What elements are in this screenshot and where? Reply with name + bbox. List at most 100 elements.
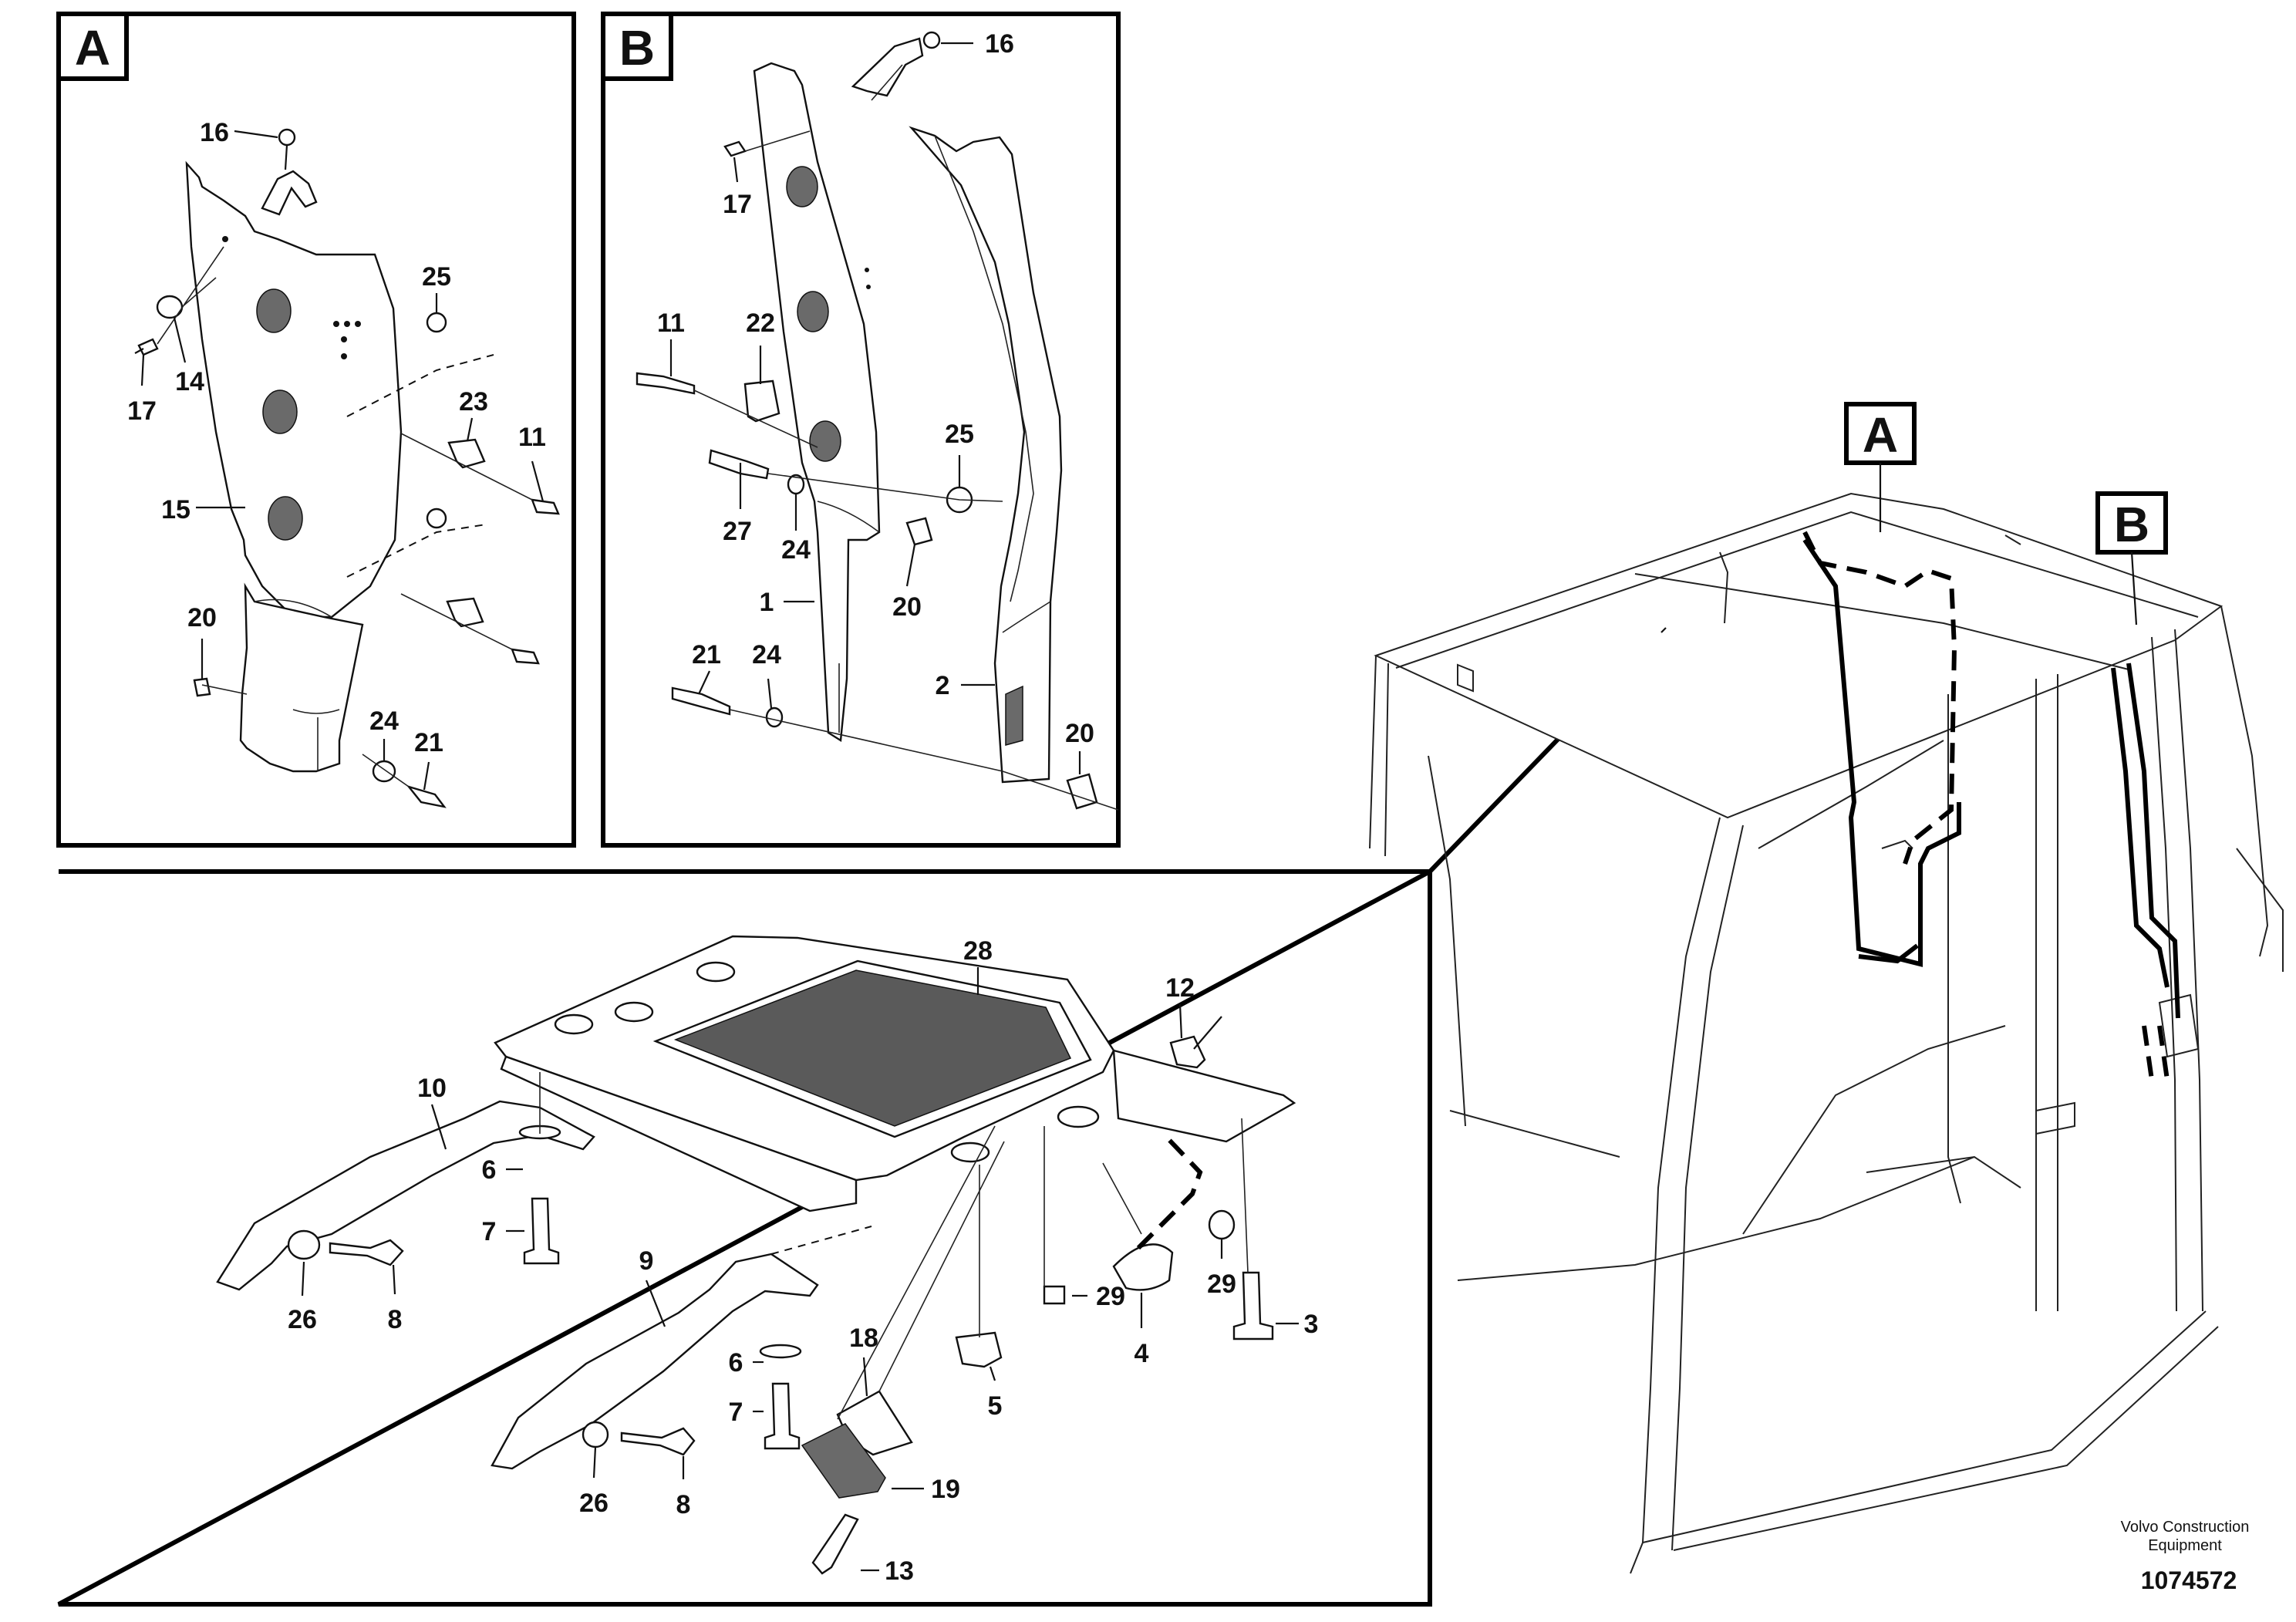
screw-11-upper: [531, 498, 560, 515]
callout-21: 21: [692, 640, 721, 669]
callout-25: 25: [422, 262, 451, 292]
screw-17: [723, 140, 747, 157]
screw-8: [620, 1427, 696, 1456]
pillar-trim-part-15: [185, 160, 403, 773]
screw-21: [671, 686, 731, 716]
callout-26: 26: [288, 1305, 317, 1334]
callout-20: 20: [892, 592, 922, 622]
screw-13: [811, 1513, 859, 1575]
clip-nut-25-upper: [426, 312, 447, 333]
washer-26: [582, 1421, 609, 1448]
clip-20-lower: [1066, 773, 1098, 810]
callout-7: 7: [482, 1217, 497, 1246]
clip-23-upper: [447, 438, 486, 469]
callout-1: 1: [760, 588, 774, 617]
callout-29: 29: [1096, 1282, 1125, 1311]
callout-4: 4: [1135, 1339, 1149, 1368]
callout-27: 27: [723, 517, 752, 546]
callout-3: 3: [1304, 1310, 1319, 1339]
clip-nut-25-lower: [426, 508, 447, 529]
plug-29: [1043, 1285, 1066, 1305]
knob-5: [955, 1331, 1003, 1368]
overview-tag-a: A: [1863, 407, 1898, 463]
callout-10: 10: [417, 1074, 447, 1103]
callout-16: 16: [200, 118, 229, 147]
plug-29: [1208, 1209, 1236, 1240]
panel-b-tag: B: [619, 20, 655, 76]
overview-tag-a-box: [1844, 402, 1917, 465]
callout-6: 6: [482, 1155, 497, 1185]
clip-23-lower: [446, 597, 484, 628]
callout-22: 22: [746, 309, 775, 338]
callout-8: 8: [388, 1305, 403, 1334]
callout-21: 21: [414, 728, 443, 757]
callout-20: 20: [1065, 719, 1094, 748]
callout-16: 16: [985, 29, 1014, 59]
clip-16: [922, 31, 941, 49]
callout-5: 5: [988, 1391, 1003, 1421]
screw-21: [406, 784, 447, 808]
panel-b-border: [601, 12, 1121, 848]
side-trim-part-10: [216, 1100, 595, 1291]
callout-15: 15: [161, 495, 190, 524]
screw-8: [329, 1239, 404, 1266]
overview-tag-b-box: [2095, 491, 2168, 555]
grille-19: [801, 1423, 886, 1499]
clip-22: [743, 379, 781, 423]
washer-26: [287, 1229, 321, 1260]
clip-16: [278, 128, 296, 147]
screw-11: [636, 372, 696, 395]
callout-8: 8: [676, 1490, 691, 1519]
callout-19: 19: [931, 1475, 960, 1504]
panel-b: B: [601, 12, 1121, 848]
callout-11: 11: [518, 423, 546, 452]
bracket: [261, 170, 318, 216]
screw-7: [764, 1382, 801, 1450]
callout-11: 11: [657, 309, 685, 338]
panel-roof: 28 12 10 6 7 26 8 9 6 7 26 8 18 19 13 5 …: [57, 630, 1664, 1607]
washer-14: [156, 295, 184, 319]
callout-24: 24: [781, 535, 811, 565]
callout-26: 26: [579, 1489, 609, 1518]
callout-13: 13: [885, 1556, 914, 1586]
overview-cab: A B: [1369, 402, 2284, 1574]
panel-a-tag-box: [56, 12, 129, 81]
callout-29: 29: [1207, 1270, 1236, 1299]
screw-17: [137, 338, 159, 356]
cap-4: [1112, 1243, 1174, 1291]
headliner-part-28: [494, 935, 1296, 1212]
panel-a-border: [56, 12, 576, 848]
washer-6: [759, 1344, 802, 1359]
credit-line-2: Equipment: [2148, 1537, 2222, 1554]
callout-12: 12: [1165, 973, 1195, 1003]
pillar-trim-part-1: [753, 62, 881, 743]
callout-14: 14: [175, 367, 204, 396]
bracket: [851, 37, 924, 97]
panel-a: A: [56, 12, 576, 848]
callout-28: 28: [963, 936, 993, 966]
panel-b-tag-box: [601, 12, 673, 81]
clip-12: [1169, 1035, 1206, 1069]
callout-9: 9: [639, 1246, 654, 1276]
clip-20: [193, 677, 211, 697]
callout-6: 6: [729, 1348, 743, 1378]
pillar-trim-part-2: [909, 126, 1063, 784]
screw-7: [523, 1197, 560, 1265]
screw-11-lower: [511, 648, 540, 665]
panel-a-tag: A: [75, 20, 110, 76]
washer-24: [765, 706, 784, 728]
overview-tag-b: B: [2114, 497, 2149, 552]
callout-25: 25: [945, 420, 974, 449]
callout-24: 24: [369, 706, 399, 736]
clip-20-upper: [905, 517, 933, 546]
callout-23: 23: [459, 387, 488, 416]
callout-18: 18: [849, 1324, 878, 1353]
callout-2: 2: [936, 671, 950, 700]
callout-24: 24: [752, 640, 781, 669]
document-number: 1074572: [2141, 1566, 2237, 1594]
credit-line-1: Volvo Construction: [2121, 1519, 2250, 1536]
callout-7: 7: [729, 1398, 743, 1427]
callout-20: 20: [187, 603, 217, 632]
screw-27: [708, 449, 770, 480]
